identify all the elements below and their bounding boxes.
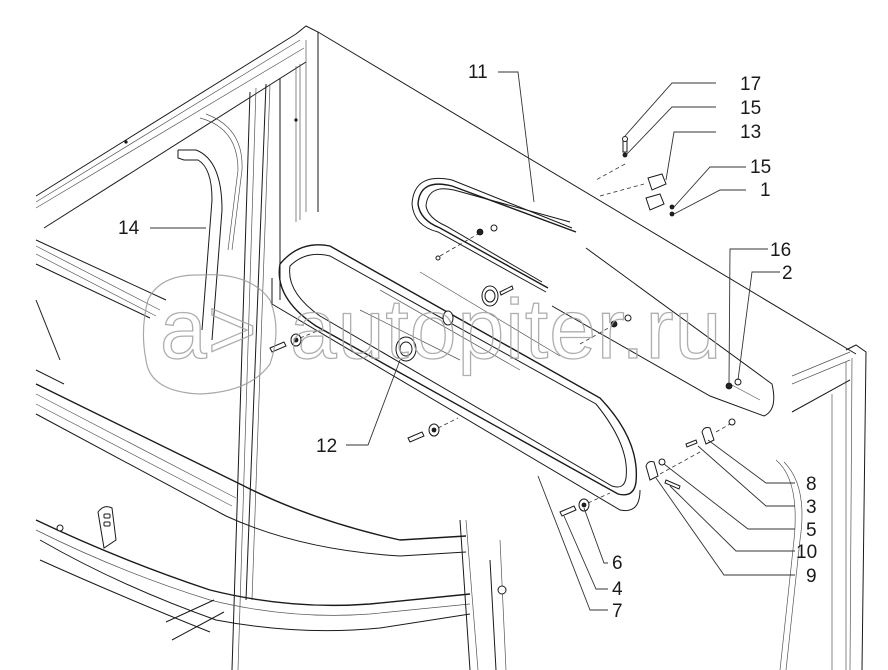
callout-15: 15: [750, 157, 771, 178]
callout-7: 7: [612, 601, 623, 622]
callout-6: 6: [612, 553, 623, 574]
watermark: a> autopiter.ru: [142, 274, 722, 395]
callout-13: 13: [740, 122, 761, 143]
callout-11: 11: [468, 62, 488, 83]
callout-5: 5: [806, 520, 817, 541]
callout-16: 16: [770, 240, 791, 261]
callouts: 17 15 13 15 1 11 14 16 2 12 8 3 5 10 9 6…: [118, 62, 817, 622]
watermark-logo-badge: [142, 274, 277, 395]
part-14-tube: [177, 113, 243, 341]
fasteners: [269, 136, 742, 517]
callout-17: 17: [740, 74, 761, 95]
callout-12: 12: [316, 436, 337, 457]
watermark-text: autopiter.ru: [290, 282, 722, 376]
part-11-seal: [411, 178, 577, 293]
callout-3: 3: [806, 497, 817, 518]
callout-10: 10: [796, 542, 817, 563]
callout-8: 8: [806, 474, 817, 495]
watermark-logo: a>: [160, 282, 258, 376]
cab-frame: [35, 25, 867, 670]
callout-9: 9: [806, 566, 817, 587]
upper-panel: [551, 247, 775, 417]
callout-4: 4: [612, 579, 623, 600]
callout-14: 14: [118, 218, 140, 239]
leader-lines: [150, 71, 795, 611]
part-7-panel: [271, 244, 641, 512]
callout-2: 2: [782, 263, 793, 284]
callout-1: 1: [760, 180, 771, 201]
callout-15: 15: [740, 98, 761, 119]
